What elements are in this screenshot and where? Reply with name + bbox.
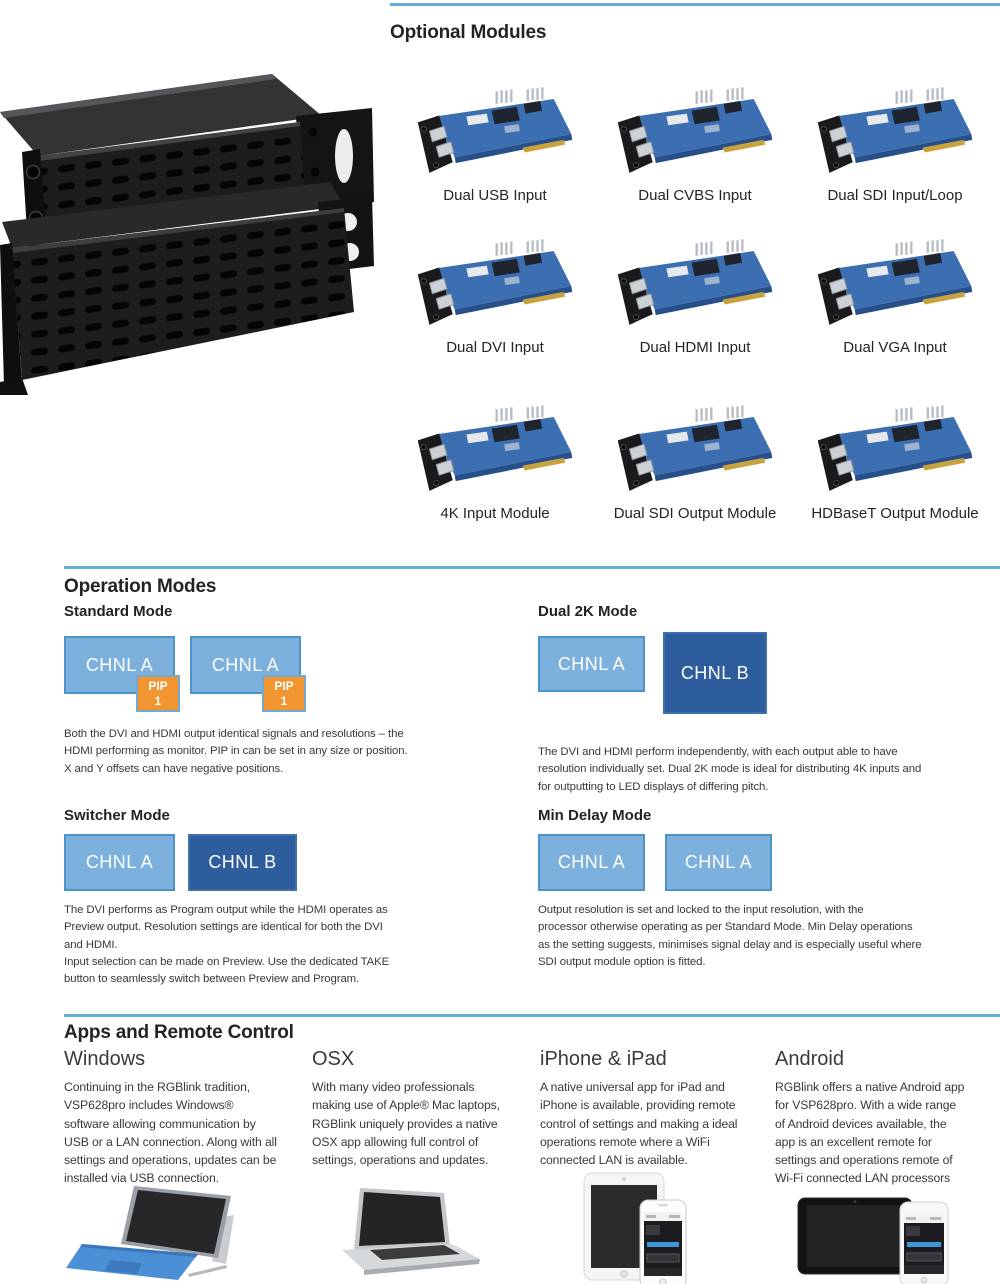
module-label: Dual SDI Output Module — [613, 505, 777, 522]
mode-diagram-switcher: CHNL A CHNL B — [64, 832, 304, 894]
section-divider — [390, 3, 1000, 6]
platform-name-android: Android — [775, 1048, 844, 1070]
mode-description-switcher: The DVI performs as Program output while… — [64, 904, 390, 986]
pip-number: 1 — [154, 693, 162, 708]
mode-description-standard: Both the DVI and HDMI output identical s… — [64, 728, 408, 775]
channel-a-label: CHNL A — [85, 654, 154, 675]
channel-a-box: CHNL A — [538, 834, 645, 891]
module-image — [810, 85, 980, 183]
mode-title-standard: Standard Mode — [64, 603, 173, 620]
mode-description-dual2k: The DVI and HDMI perform independently, … — [538, 746, 922, 793]
module-image — [410, 85, 580, 183]
section-divider — [64, 566, 1000, 569]
module-cell: Dual CVBS Input — [595, 85, 795, 204]
channel-group: CHNL A PIP 1 — [190, 634, 315, 714]
channel-a-label: CHNL A — [211, 654, 280, 675]
module-cell: Dual SDI Output Module — [595, 403, 795, 522]
module-label: Dual CVBS Input — [638, 187, 752, 204]
channel-a-box: CHNL A — [538, 636, 645, 692]
channel-a-label: CHNL A — [684, 852, 753, 872]
channel-group: CHNL A PIP 1 — [64, 634, 189, 714]
channel-b-box: CHNL B — [188, 834, 297, 891]
channel-a-box: CHNL A — [665, 834, 772, 891]
mode-diagram-standard: CHNL A PIP 1 CHNL A PIP 1 — [64, 634, 384, 714]
android-devices-image — [797, 1197, 949, 1284]
module-image — [810, 237, 980, 335]
rack-device-image — [0, 74, 374, 395]
channel-a-box: CHNL A — [64, 834, 175, 891]
windows-device-image — [66, 1186, 234, 1280]
mode-title-mindelay: Min Delay Mode — [538, 807, 652, 824]
pip-label: PIP — [274, 678, 294, 693]
module-cell: Dual USB Input — [395, 85, 595, 204]
pip-box: PIP 1 — [136, 675, 180, 712]
module-cell: HDBaseT Output Module — [795, 403, 995, 522]
mode-title-dual2k: Dual 2K Mode — [538, 603, 638, 620]
module-image — [810, 403, 980, 501]
module-label: Dual USB Input — [443, 187, 547, 204]
channel-a-label: CHNL A — [557, 653, 626, 674]
module-image — [610, 403, 780, 501]
pip-box: PIP 1 — [262, 675, 306, 712]
platform-description-ios: A native universal app for iPad and iPho… — [540, 1080, 738, 1168]
ios-devices-image — [583, 1172, 687, 1284]
module-image — [410, 403, 580, 501]
module-label: Dual SDI Input/Loop — [827, 187, 963, 204]
pip-label: PIP — [148, 678, 168, 693]
section-divider — [64, 1014, 1000, 1017]
mode-description-mindelay: Output resolution is set and locked to t… — [538, 904, 922, 968]
optional-modules-title: Optional Modules — [390, 22, 547, 43]
mac-laptop-image — [342, 1188, 480, 1275]
channel-b-label: CHNL B — [680, 662, 750, 683]
module-cell: Dual VGA Input — [795, 237, 995, 356]
platform-description-osx: With many video professionals making use… — [312, 1080, 500, 1168]
module-label: Dual DVI Input — [446, 339, 544, 356]
channel-a-label: CHNL A — [557, 852, 626, 872]
module-label: HDBaseT Output Module — [811, 505, 979, 522]
platform-name-osx: OSX — [312, 1048, 355, 1070]
channel-b-box: CHNL B — [663, 632, 767, 714]
mode-diagram-mindelay: CHNL A CHNL A — [538, 832, 778, 894]
module-image — [610, 237, 780, 335]
platform-description-windows: Continuing in the RGBlink tradition, VSP… — [64, 1080, 277, 1186]
mode-diagram-dual2k: CHNL A CHNL B — [538, 628, 778, 716]
module-label: Dual VGA Input — [843, 339, 947, 356]
platform-name-windows: Windows — [64, 1048, 146, 1070]
operation-modes-title: Operation Modes — [64, 576, 217, 597]
platform-name-ios: iPhone & iPad — [540, 1048, 667, 1070]
mode-title-switcher: Switcher Mode — [64, 807, 170, 824]
module-cell: 4K Input Module — [395, 403, 595, 522]
module-image — [410, 237, 580, 335]
module-image — [610, 85, 780, 183]
module-label: 4K Input Module — [440, 505, 550, 522]
platform-description-android: RGBlink offers a native Android app for … — [775, 1080, 965, 1186]
module-cell: Dual HDMI Input — [595, 237, 795, 356]
module-cell: Dual DVI Input — [395, 237, 595, 356]
module-cell: Dual SDI Input/Loop — [795, 85, 995, 204]
module-label: Dual HDMI Input — [639, 339, 751, 356]
apps-title: Apps and Remote Control — [64, 1022, 294, 1043]
pip-number: 1 — [280, 693, 288, 708]
channel-a-label: CHNL A — [85, 852, 154, 872]
channel-b-label: CHNL B — [208, 852, 277, 872]
